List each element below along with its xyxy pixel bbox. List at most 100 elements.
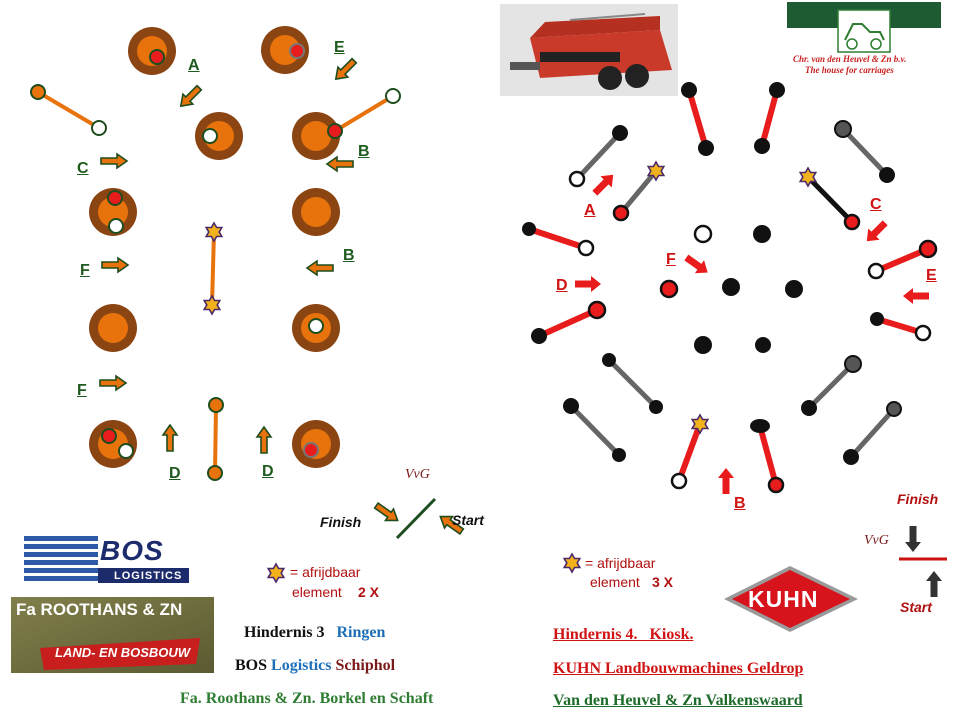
ring (261, 26, 309, 74)
right-posts (659, 224, 803, 354)
left-legend-element: element (292, 584, 342, 600)
right-start-label: Start (900, 599, 932, 615)
pole (805, 174, 861, 231)
ring (89, 420, 137, 468)
right-start-finish (899, 526, 947, 597)
ring (292, 420, 340, 468)
heuvel-logo-line1: Chr. van den Heuvel & Zn b.v. (793, 54, 907, 64)
pole (602, 353, 663, 414)
ring (195, 112, 243, 160)
right-finish-label: Finish (897, 491, 939, 507)
bos-logo-main: BOS (100, 535, 164, 566)
gate-label-d2: D (262, 463, 274, 480)
right-stars (647, 161, 817, 434)
gate-label-c: C (77, 160, 89, 177)
heuvel-logo (787, 2, 941, 53)
roothans-logo (11, 597, 214, 673)
bos-logo (24, 536, 189, 583)
baler-machine-image (500, 4, 678, 96)
gate-label-d: D (556, 277, 568, 294)
arrow-icon (371, 499, 403, 527)
arrow-icon (575, 276, 601, 292)
pole (612, 168, 659, 222)
arrow-icon (903, 288, 929, 304)
arrow-icon (101, 257, 129, 273)
arrow-icon (681, 250, 713, 280)
pole (754, 82, 785, 154)
arrow-icon (99, 375, 127, 391)
right-sponsor-2: Van den Heuvel & Zn Valkenswaard (553, 692, 803, 709)
heuvel-logo-line2: The house for carriages (805, 65, 894, 75)
right-arrows (575, 169, 929, 494)
gate-label-f: F (80, 262, 90, 279)
left-title-name: Ringen (336, 624, 386, 641)
pole (867, 239, 938, 280)
pole (870, 312, 932, 342)
arrow-icon (330, 55, 360, 85)
gate-label-b: B (358, 143, 370, 160)
left-rings (89, 26, 340, 468)
right-legend-star-icon (563, 553, 581, 573)
arrow-icon (162, 424, 178, 452)
gate-label-e: E (334, 39, 345, 56)
pole (681, 82, 714, 156)
kuhn-logo (724, 566, 858, 632)
gate-label-a: A (584, 202, 596, 219)
pole (843, 401, 902, 465)
arrow-icon (718, 468, 734, 494)
right-legend-element: element (590, 574, 640, 590)
arrow-icon (306, 260, 334, 276)
pole (568, 125, 628, 188)
ring (292, 304, 340, 352)
right-red-poles (522, 82, 938, 494)
bos-accent: Logistics (271, 657, 332, 674)
kuhn-logo-text: KUHN (748, 586, 819, 612)
gate-label-e: E (926, 267, 937, 284)
pole (670, 421, 703, 490)
gate-label-b2: B (343, 247, 355, 264)
ring (128, 27, 176, 75)
arrow-icon (905, 526, 921, 552)
bos-place: Schiphol (335, 657, 396, 674)
left-start-label: Start (452, 512, 484, 528)
left-finish-label: Finish (320, 514, 362, 530)
pole (203, 222, 223, 315)
gate-label-c: C (870, 196, 882, 213)
pole (801, 355, 862, 416)
arrow-icon (100, 153, 128, 169)
pole (522, 222, 595, 257)
left-sponsor-1: BOS Logistics Schiphol (235, 657, 395, 675)
bos-company: BOS (235, 657, 268, 674)
pole (834, 120, 895, 183)
bos-logo-sub: LOGISTICS (114, 570, 183, 582)
gate-label-a: A (188, 57, 200, 74)
left-poles (30, 84, 401, 481)
left-title-prefix: Hindernis 3 (244, 624, 325, 641)
arrow-icon (926, 571, 942, 597)
left-legend-count: 2 X (358, 584, 380, 600)
roothans-logo-main: Fa ROOTHANS & ZN (16, 600, 183, 619)
left-sponsor-2: Fa. Roothans & Zn. Borkel en Schaft (180, 690, 434, 707)
pole (750, 419, 785, 494)
ring (292, 112, 340, 160)
pole (563, 398, 626, 462)
arrow-icon (256, 426, 272, 454)
arrow-icon (589, 169, 619, 199)
arrow-icon (175, 82, 205, 112)
left-legend-text: = afrijdbaar (290, 564, 361, 580)
right-initials: VvG (864, 533, 889, 548)
roothans-logo-sub: LAND- EN BOSBOUW (55, 645, 191, 660)
gate-label-f: F (666, 251, 676, 268)
gate-label-f2: F (77, 382, 87, 399)
ring (89, 304, 137, 352)
left-title: Hindernis 3 Ringen (244, 624, 385, 642)
ring (292, 188, 340, 236)
gate-label-d: D (169, 465, 181, 482)
arrow-icon (861, 217, 891, 247)
gate-label-b: B (734, 495, 746, 512)
pole (327, 88, 401, 139)
ring (89, 188, 137, 236)
left-initials: VvG (405, 467, 430, 482)
